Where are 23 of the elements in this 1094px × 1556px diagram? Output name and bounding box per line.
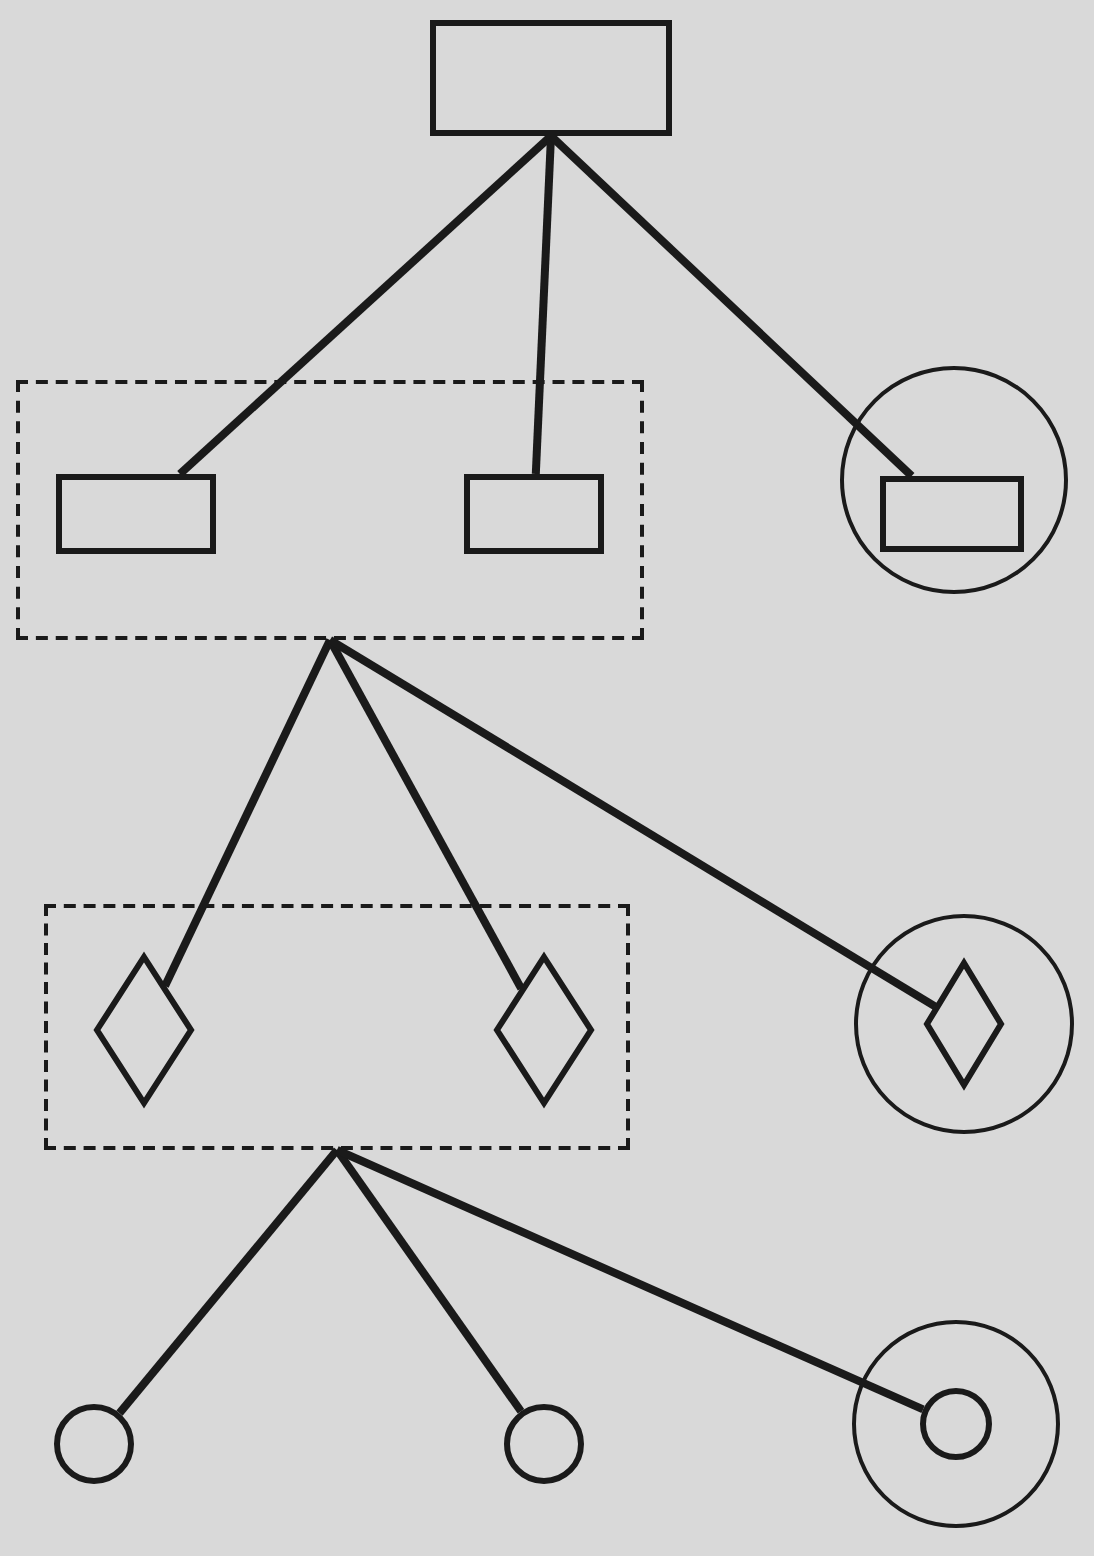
connector-line	[531, 135, 555, 475]
connector-line	[333, 1147, 525, 1414]
connector-line	[335, 1146, 925, 1414]
dashed-group-frame	[44, 904, 630, 1150]
connector-line	[161, 638, 334, 988]
box-node	[880, 476, 1024, 552]
highlight-circle	[854, 914, 1074, 1134]
circle-node	[920, 1388, 992, 1460]
dashed-group-frame	[16, 380, 644, 640]
connector-line	[548, 133, 915, 479]
highlight-circle	[852, 1320, 1060, 1528]
diamond-node	[494, 954, 594, 1106]
diamond-node	[94, 954, 194, 1106]
connector-line	[116, 1147, 341, 1416]
connector-line	[326, 638, 525, 991]
highlight-circle	[840, 366, 1068, 594]
diamond-node	[924, 960, 1004, 1088]
box-node	[464, 474, 604, 554]
circle-node	[54, 1404, 134, 1484]
connector-line	[327, 636, 938, 1010]
box-node	[56, 474, 216, 554]
box-node	[430, 20, 672, 136]
circle-node	[504, 1404, 584, 1484]
